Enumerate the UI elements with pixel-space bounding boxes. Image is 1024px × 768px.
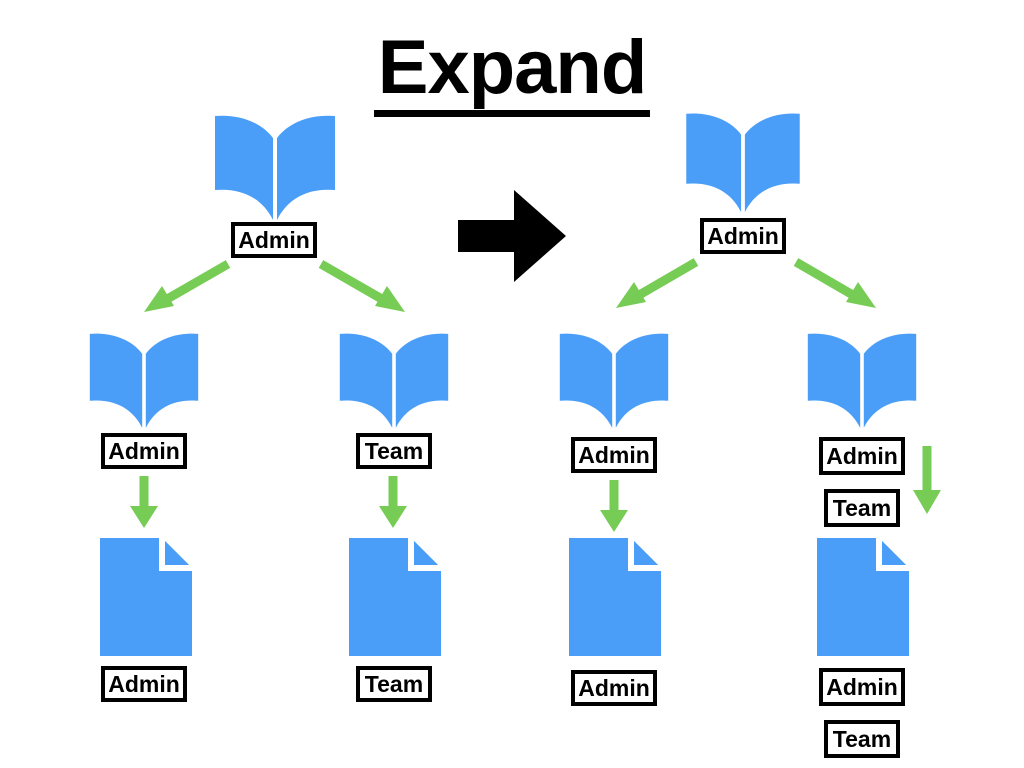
after-child1-admin-label: Admin <box>571 437 657 473</box>
before-child1-admin-label: Admin <box>101 433 187 469</box>
before-arrow-root-to-child1 <box>136 258 236 318</box>
after-root-book-icon <box>684 110 802 214</box>
after-doc2-document-icon <box>817 538 909 656</box>
after-doc2-admin-label: Admin <box>819 668 905 706</box>
before-arrow-root-to-child2 <box>313 258 413 318</box>
before-arrow-child1-to-doc <box>125 474 165 530</box>
after-child2-book-icon <box>806 330 918 430</box>
before-doc2-team-label: Team <box>356 666 432 702</box>
black-right-arrow-icon <box>458 190 566 282</box>
after-doc2-team-label: Team <box>824 720 900 758</box>
after-child1-book-icon <box>558 330 670 430</box>
page-title-text: Expand <box>373 30 651 117</box>
before-doc1-admin-label: Admin <box>101 666 187 702</box>
before-arrow-child2-to-doc <box>374 474 414 530</box>
page-title: Expand <box>0 30 1024 117</box>
after-arrow-child1-to-doc <box>595 478 635 534</box>
after-child2-team-label: Team <box>824 489 900 527</box>
before-root-book-icon <box>213 112 337 222</box>
after-arrow-root-to-child2 <box>788 256 884 314</box>
before-root-admin-label: Admin <box>231 222 317 258</box>
after-arrow-root-to-child1 <box>608 256 704 314</box>
after-doc1-admin-label: Admin <box>571 670 657 706</box>
before-doc2-document-icon <box>349 538 441 656</box>
before-child2-team-label: Team <box>356 433 432 469</box>
before-child2-book-icon <box>338 330 450 430</box>
after-arrow-child2-to-doc <box>908 444 948 516</box>
after-child2-admin-label: Admin <box>819 437 905 475</box>
after-root-admin-label: Admin <box>700 218 786 254</box>
before-doc1-document-icon <box>100 538 192 656</box>
before-child1-book-icon <box>88 330 200 430</box>
after-doc1-document-icon <box>569 538 661 656</box>
